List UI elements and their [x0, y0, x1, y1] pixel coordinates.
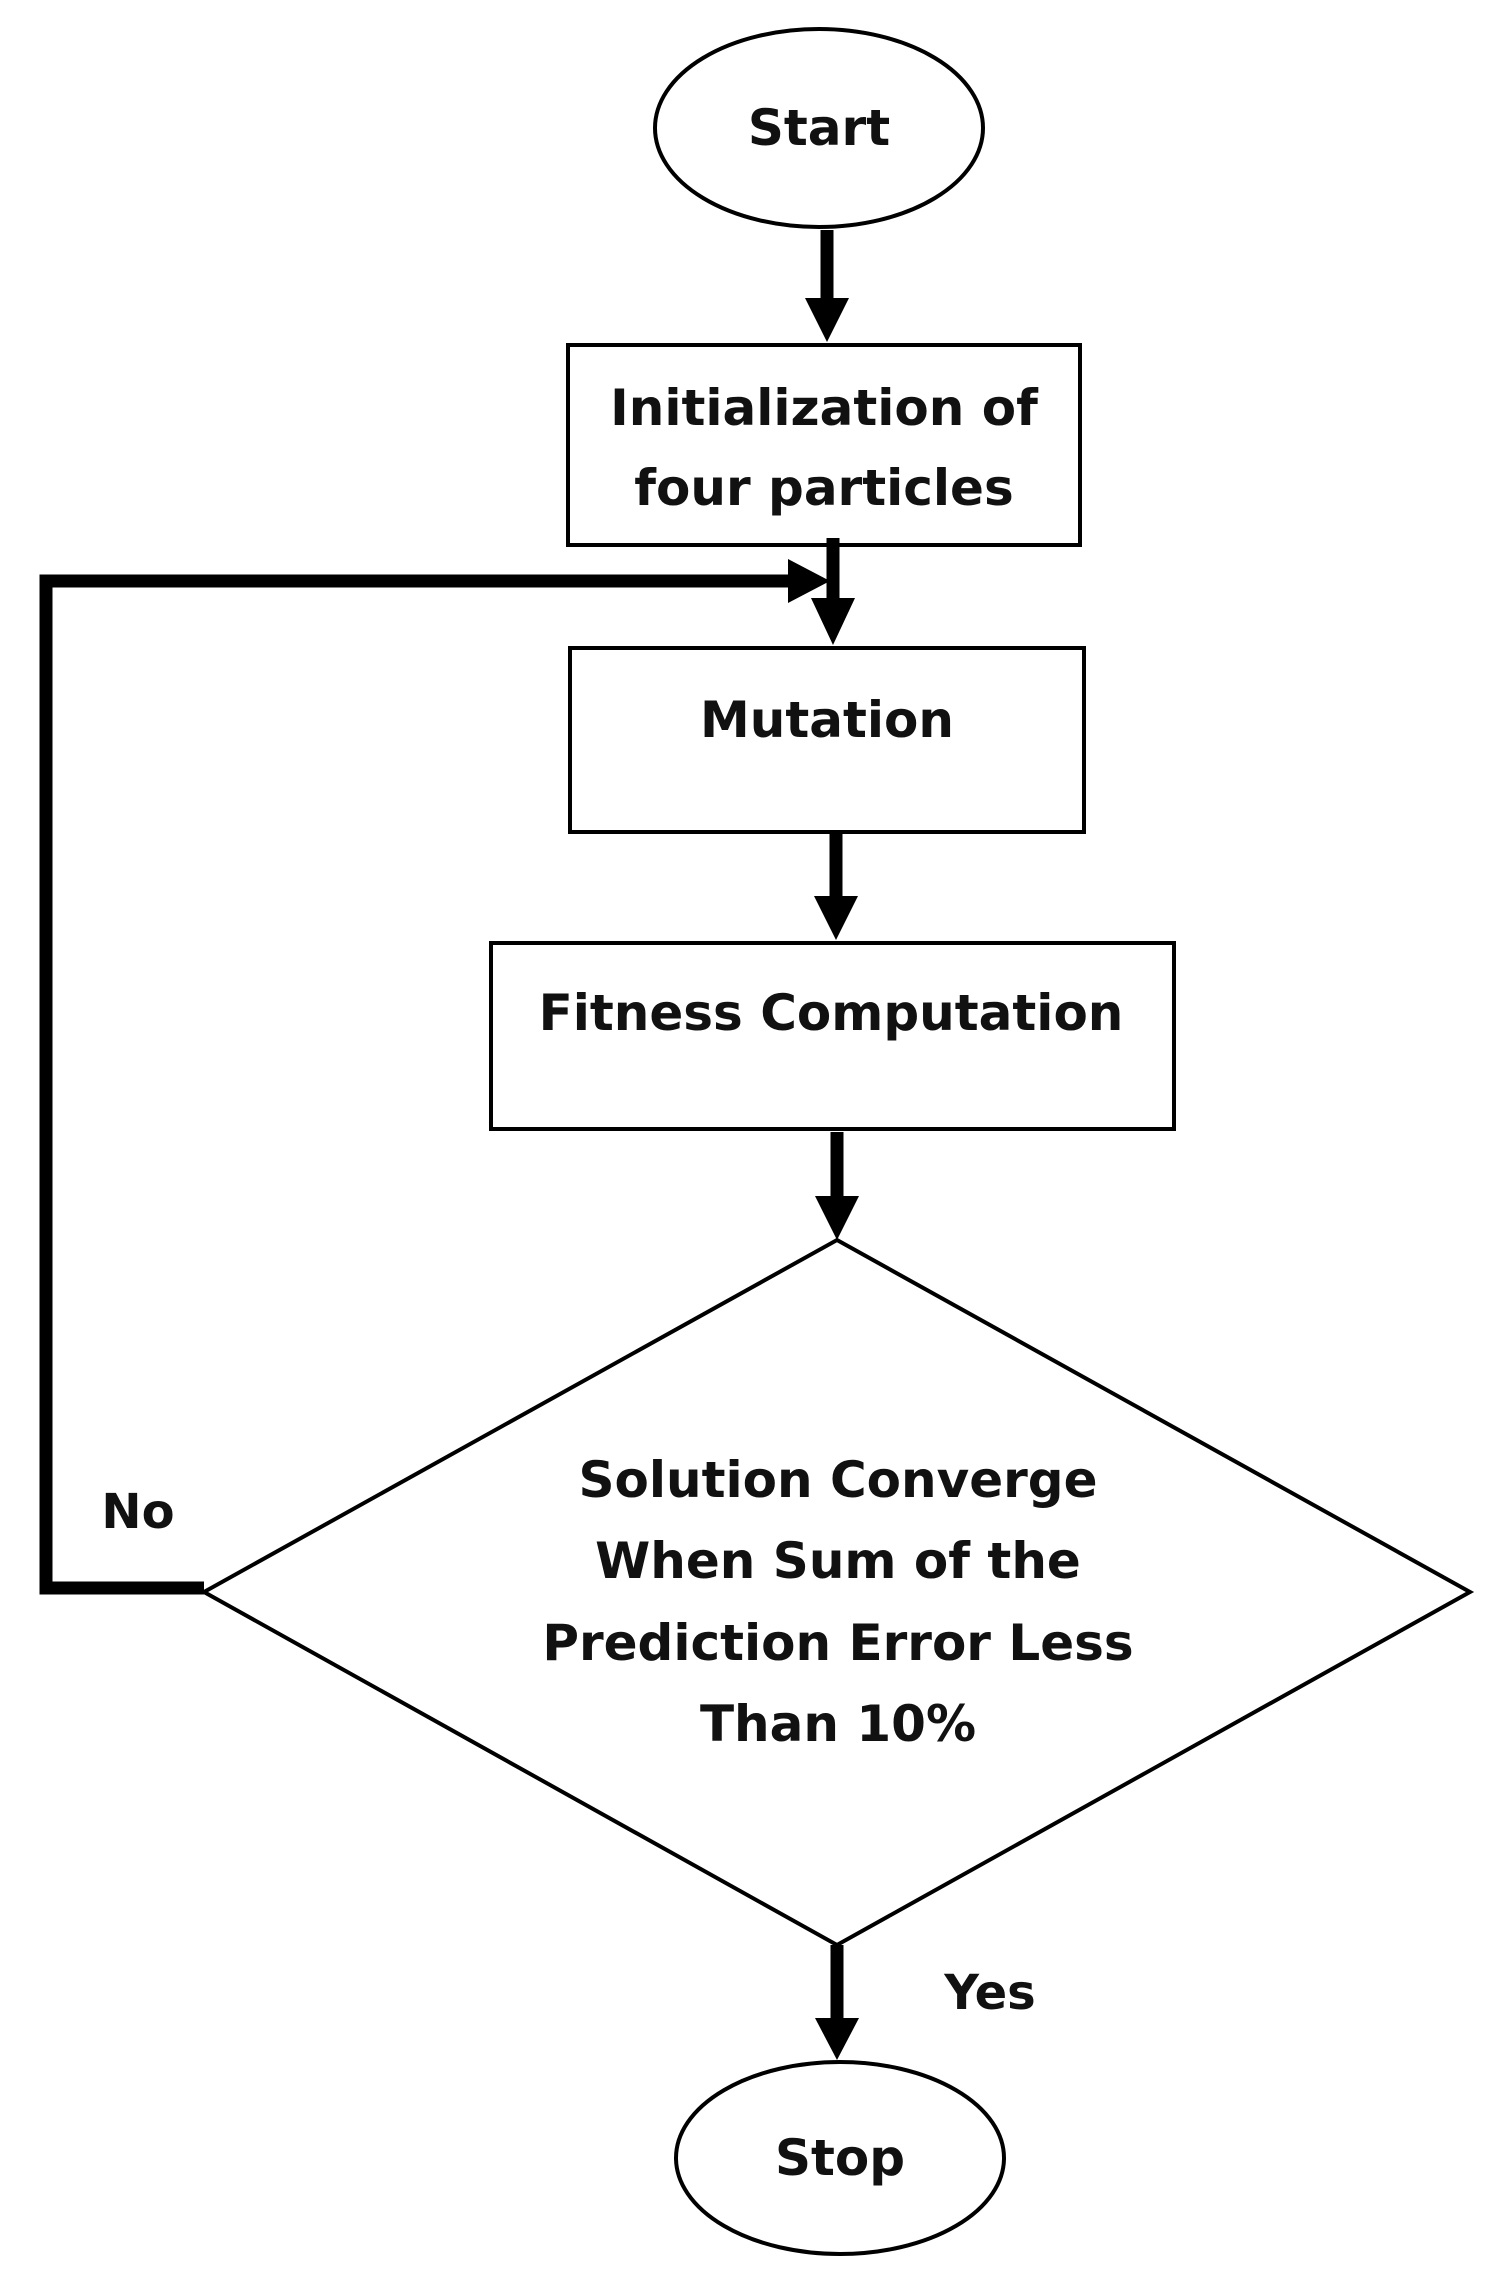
- stop-node: Stop: [674, 2060, 1006, 2256]
- stop-label: Stop: [775, 2129, 905, 2187]
- mutation-label: Mutation: [700, 691, 954, 749]
- init-box: [566, 343, 1082, 547]
- init-label-line-1: Initialization of: [610, 379, 1039, 437]
- no-branch-label: No: [101, 1484, 174, 1540]
- decision-label-line-1: Solution Converge: [579, 1451, 1098, 1509]
- mutation-node: Mutation: [568, 646, 1086, 834]
- yes-branch-label: Yes: [943, 1965, 1035, 2021]
- loop-no-branch: [39, 559, 830, 1595]
- decision-node: Solution Converge When Sum of the Predic…: [199, 1237, 1475, 1948]
- start-node: Start: [653, 27, 985, 229]
- init-label-line-2: four particles: [634, 459, 1013, 517]
- arrow-fitness-to-decision: [815, 1132, 859, 1240]
- stop-ellipse: [674, 2060, 1006, 2256]
- decision-label-line-2: When Sum of the: [595, 1532, 1081, 1590]
- init-node: Initialization of four particles: [566, 343, 1082, 547]
- decision-label-line-3: Prediction Error Less: [542, 1614, 1133, 1672]
- start-label: Start: [748, 99, 890, 157]
- arrow-init-to-mutation: [811, 538, 855, 645]
- fitness-node: Fitness Computation: [489, 941, 1176, 1131]
- start-ellipse: [653, 27, 985, 229]
- arrow-mutation-to-fitness: [814, 834, 858, 940]
- arrow-decision-to-stop: [815, 1945, 859, 2060]
- decision-diamond: [199, 1237, 1475, 1948]
- fitness-box: [489, 941, 1176, 1131]
- mutation-box: [568, 646, 1086, 834]
- arrow-start-to-init: [805, 230, 849, 342]
- decision-label-line-4: Than 10%: [700, 1695, 976, 1753]
- fitness-label: Fitness Computation: [539, 984, 1124, 1042]
